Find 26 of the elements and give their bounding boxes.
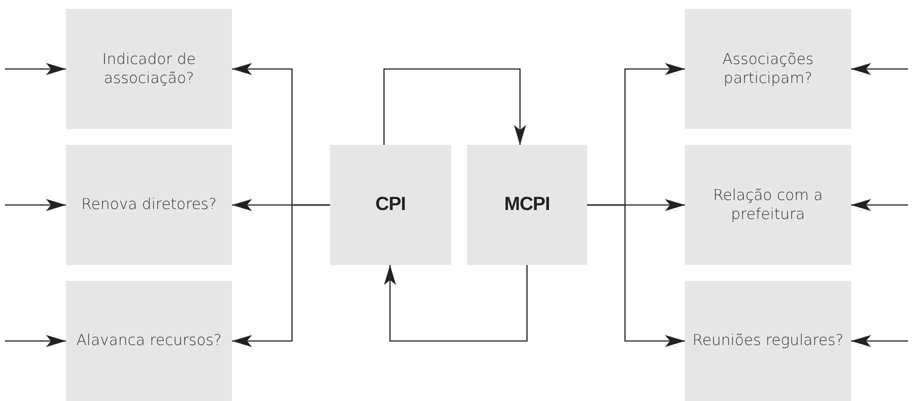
process-box bbox=[66, 145, 232, 265]
box-question: Alavanca recursos? bbox=[76, 331, 222, 351]
arrow bbox=[851, 199, 908, 211]
arrow bbox=[851, 335, 908, 347]
process-box bbox=[685, 9, 851, 129]
box-question: Reuniões regulares? bbox=[692, 331, 844, 351]
arrow bbox=[5, 199, 66, 211]
arrow bbox=[232, 204, 330, 347]
box-question: Indicador de associação? bbox=[101, 50, 197, 88]
process-box bbox=[685, 145, 851, 265]
arrow bbox=[384, 265, 528, 342]
arrow bbox=[851, 63, 908, 75]
process-box bbox=[66, 9, 232, 129]
box-title: MCPI bbox=[504, 192, 550, 217]
process-box bbox=[66, 281, 232, 401]
arrow bbox=[383, 68, 526, 145]
arrow bbox=[5, 335, 66, 347]
box-question: Relação com a prefeitura bbox=[712, 186, 824, 224]
process-box bbox=[467, 145, 587, 265]
arrow bbox=[587, 204, 685, 347]
box-title: CPI bbox=[375, 192, 406, 217]
process-box bbox=[330, 145, 451, 265]
arrow bbox=[5, 63, 66, 75]
box-question: Renova diretores? bbox=[81, 195, 217, 215]
process-box bbox=[685, 281, 851, 401]
box-question: Associações participam? bbox=[721, 50, 815, 88]
